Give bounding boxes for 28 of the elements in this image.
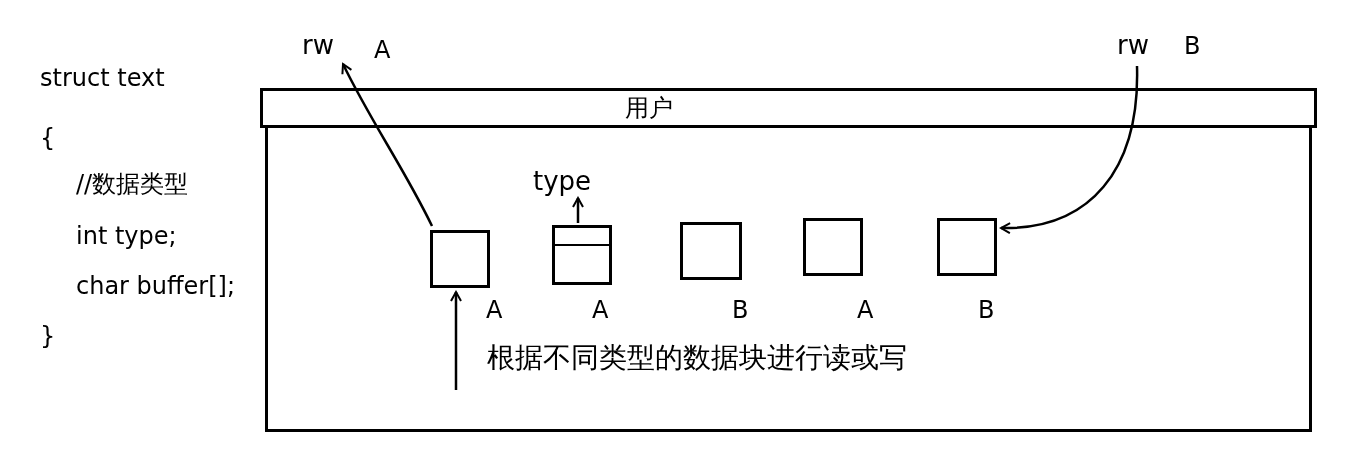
container-box	[260, 88, 1317, 432]
text-label: rw	[302, 30, 334, 60]
text-label: type	[533, 166, 592, 196]
data-block	[937, 218, 997, 276]
letter-label: B	[732, 296, 749, 324]
arrow	[341, 63, 434, 227]
data-block	[680, 222, 742, 280]
letter-label: A	[857, 296, 874, 324]
arrow	[1000, 66, 1139, 234]
data-block	[552, 225, 612, 285]
code-line: int type;	[76, 222, 177, 250]
letter-label: B	[1184, 32, 1201, 60]
arrow	[572, 197, 584, 223]
code-line: {	[40, 124, 56, 152]
letter-label: B	[978, 296, 995, 324]
code-line: //数据类型	[76, 170, 189, 198]
header-bar: 用户	[260, 88, 1317, 128]
letter-label: A	[592, 296, 609, 324]
text-label: rw	[1117, 30, 1149, 60]
code-line: struct text	[40, 64, 165, 92]
data-block	[430, 230, 490, 288]
letter-label: A	[374, 36, 391, 64]
code-line: char buffer[];	[76, 272, 236, 300]
arrow	[450, 291, 462, 390]
letter-label: A	[486, 296, 503, 324]
caption-text: 根据不同类型的数据块进行读或写	[487, 340, 907, 376]
code-line: }	[40, 322, 56, 350]
data-block	[803, 218, 863, 276]
